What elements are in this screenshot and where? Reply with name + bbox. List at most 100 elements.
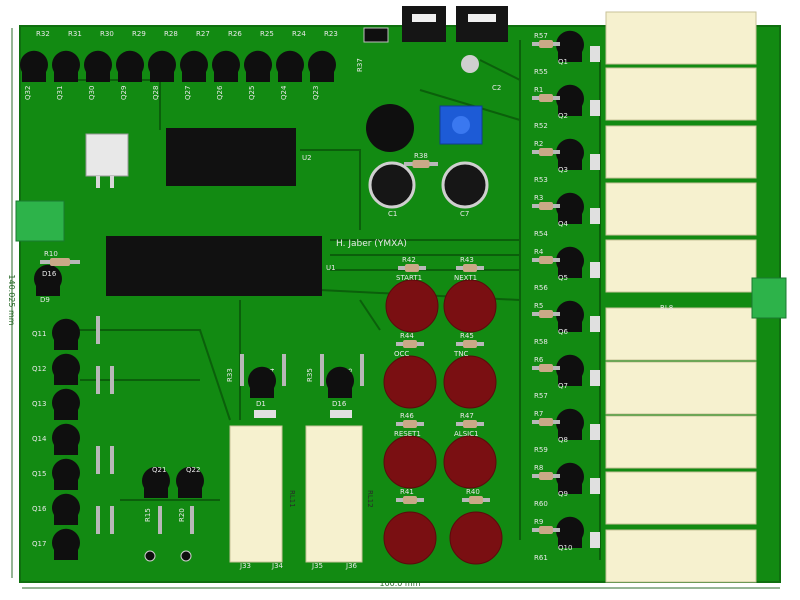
button-resistor-label: R44: [400, 332, 414, 340]
d9-label: D9: [40, 296, 50, 304]
test-point: [144, 550, 156, 562]
signature-text: H. Jaber (YMXA): [336, 239, 407, 249]
left-vertical-resistor: [96, 316, 100, 344]
cap-c1: [368, 161, 416, 209]
relay-rl11-label: RL11: [288, 490, 296, 508]
terminal-left: [15, 200, 65, 242]
top-transistor-label: Q23: [312, 86, 320, 100]
ic-u2-label: U2: [302, 154, 312, 162]
left-transistor-top: [34, 264, 63, 296]
left-transistor-label: Q17: [32, 540, 46, 548]
top-transistor-label: Q27: [184, 86, 192, 100]
vertical-resistor: [282, 354, 286, 386]
right-transistor: [556, 300, 584, 332]
right-transistor-label: Q6: [558, 328, 569, 336]
top-resistor-label: R30: [100, 30, 114, 38]
right-transistor-label: Q4: [558, 220, 569, 228]
vertical-resistor: [360, 354, 364, 386]
relay-rl3: [605, 125, 757, 179]
regulator-2: [456, 6, 508, 42]
top-transistor: [308, 50, 336, 82]
left-vertical-resistor: [110, 366, 114, 394]
right-diode: [590, 478, 600, 494]
right-resistor-body: [539, 40, 553, 48]
relay-rl1: [605, 11, 757, 65]
right-diode: [590, 424, 600, 440]
button-resistor-label: R42: [402, 256, 416, 264]
top-resistor-label: R27: [196, 30, 210, 38]
right-resistor-b-label: R59: [534, 446, 548, 454]
relay-rl11: [229, 425, 283, 563]
right-resistor-b-label: R52: [534, 122, 548, 130]
left-transistor: [52, 528, 80, 560]
vertical-resistor-label: R33: [226, 368, 234, 382]
heatsink-leg-2: [110, 176, 114, 188]
q19-label: D16: [42, 270, 57, 278]
top-resistor-label: R24: [292, 30, 306, 38]
right-transistor: [556, 138, 584, 170]
push-button: [443, 355, 497, 409]
trace-14: [419, 89, 521, 121]
button-resistor-label: R41: [400, 488, 414, 496]
relay-rl6: [605, 307, 757, 361]
push-button: [383, 511, 437, 565]
regulator-1: [402, 6, 446, 42]
left-transistor: [52, 318, 80, 350]
left-vertical-resistor: [96, 446, 100, 474]
push-button: [383, 355, 437, 409]
diode-d16: [330, 410, 352, 418]
right-resistor-a-label: R3: [534, 194, 543, 202]
left-vertical-resistor: [96, 506, 100, 534]
button-label: START1: [396, 274, 422, 282]
left-vertical-resistor: [190, 506, 194, 534]
top-resistor-label: R31: [68, 30, 82, 38]
right-transistor-label: Q10: [558, 544, 572, 552]
ic-u2: [166, 128, 296, 186]
relay-rl8: [605, 415, 757, 469]
right-diode: [590, 46, 600, 62]
top-transistor-label: Q32: [24, 86, 32, 100]
right-transistor: [556, 516, 584, 548]
top-transistor: [244, 50, 273, 82]
cap-electrolytic-top: [366, 104, 414, 152]
button-label: ALSIC1: [454, 430, 479, 438]
right-resistor-a-label: R6: [534, 356, 544, 364]
left-transistor-label: Q15: [32, 470, 46, 478]
r10-body: [50, 258, 70, 266]
top-transistor: [211, 50, 240, 82]
top-resistor-label: R23: [324, 30, 338, 38]
right-resistor-body: [539, 418, 553, 426]
right-diode: [590, 370, 600, 386]
right-resistor-body: [539, 256, 553, 264]
right-transistor-label: Q9: [558, 490, 568, 498]
top-transistor-label: Q28: [152, 86, 160, 100]
top-transistor: [116, 50, 145, 82]
right-diode: [590, 262, 600, 278]
button-resistor-body: [463, 340, 477, 348]
right-transistor-label: Q7: [558, 382, 568, 390]
q22-label: Q22: [186, 466, 200, 474]
top-resistor-label: R25: [260, 30, 274, 38]
right-resistor-a-label: R5: [534, 302, 543, 310]
q21-label: Q21: [152, 466, 166, 474]
right-resistor-body: [539, 526, 553, 534]
left-transistor-label: Q11: [32, 330, 46, 338]
push-button: [385, 279, 439, 333]
right-transistor: [556, 246, 584, 278]
right-resistor-b-label: R57: [534, 392, 548, 400]
right-resistor-b-label: R58: [534, 338, 548, 346]
trimmer-knob: [452, 116, 470, 134]
vertical-resistor: [240, 354, 244, 386]
left-transistor-label: Q12: [32, 365, 46, 373]
button-resistor-body: [463, 420, 477, 428]
dim-width-label: 100.0 mm: [379, 579, 420, 588]
right-resistor-b-label: R54: [534, 230, 548, 238]
relay-rl4: [605, 182, 757, 236]
top-transistor-label: Q25: [248, 86, 256, 100]
button-resistor-body: [403, 420, 417, 428]
left-transistor-label: Q14: [32, 435, 47, 443]
left-vertical-resistor: [110, 446, 114, 474]
button-resistor-label: R45: [460, 332, 474, 340]
push-button: [443, 435, 497, 489]
